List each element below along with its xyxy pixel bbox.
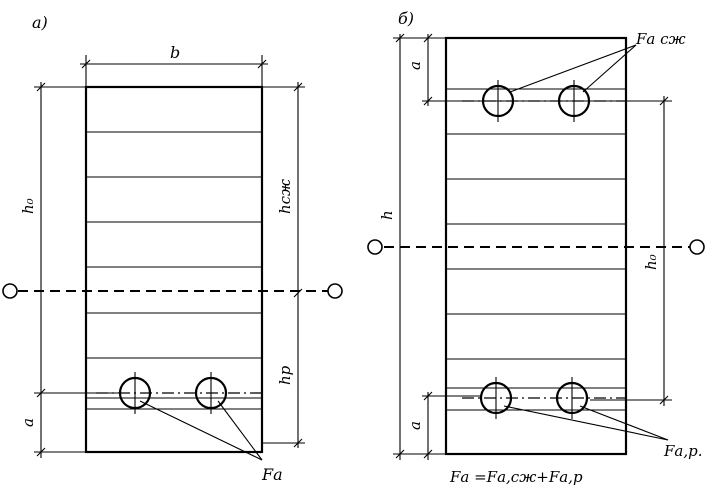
panel-b: б) h a: [367, 9, 705, 486]
axis-marker-right: [327, 283, 343, 299]
panel-b-top-rebar: Fа сж: [462, 30, 686, 122]
panel-b-inner-lines: [446, 88, 626, 411]
panel-b-h-label: h: [378, 210, 396, 220]
panel-a-a-label: a: [19, 418, 37, 427]
panel-b-formula: Fа =Fа,сж+Fа,р: [449, 468, 583, 486]
panel-a-fa-label: Fа: [261, 465, 283, 484]
axis-marker-left: [2, 283, 18, 299]
panel-a-hp-label: hр: [276, 365, 294, 385]
panel-a-inner-lines: [86, 131, 262, 410]
panel-b-fa-cz-label: Fа сж: [635, 30, 686, 48]
panel-a-fa-leader: Fа: [139, 400, 283, 484]
panel-a-width-label: b: [170, 43, 180, 62]
panel-b-right-dimension: h₀: [590, 96, 672, 406]
panel-b-a-bottom-label: a: [406, 421, 424, 430]
panel-b-neutral-axis: [367, 239, 705, 255]
panel-b-tag: б): [398, 9, 414, 28]
panel-b-h0-label: h₀: [642, 254, 660, 270]
panel-a-h0-label: h₀: [19, 198, 37, 214]
axis-marker-right: [689, 239, 705, 255]
panel-a-rebar: [96, 372, 262, 414]
panel-a-tag: а): [32, 13, 48, 32]
panel-b-bottom-rebar: Fа,р.: [462, 377, 703, 460]
axis-marker-left: [367, 239, 383, 255]
panel-a-hcz-label: hсж: [276, 179, 294, 214]
panel-b-a-top-label: a: [406, 61, 424, 70]
panel-a-width-dimension: b: [80, 43, 268, 87]
panel-b-fa-p-label: Fа,р.: [663, 442, 703, 460]
panel-a-section-outline: [84, 85, 264, 454]
panel-a-neutral-axis: [2, 283, 343, 299]
panel-a: а) b: [2, 13, 343, 484]
panel-a-right-dimension: hсж hр: [262, 82, 305, 448]
panel-a-left-dimension: h₀ a: [19, 82, 120, 458]
